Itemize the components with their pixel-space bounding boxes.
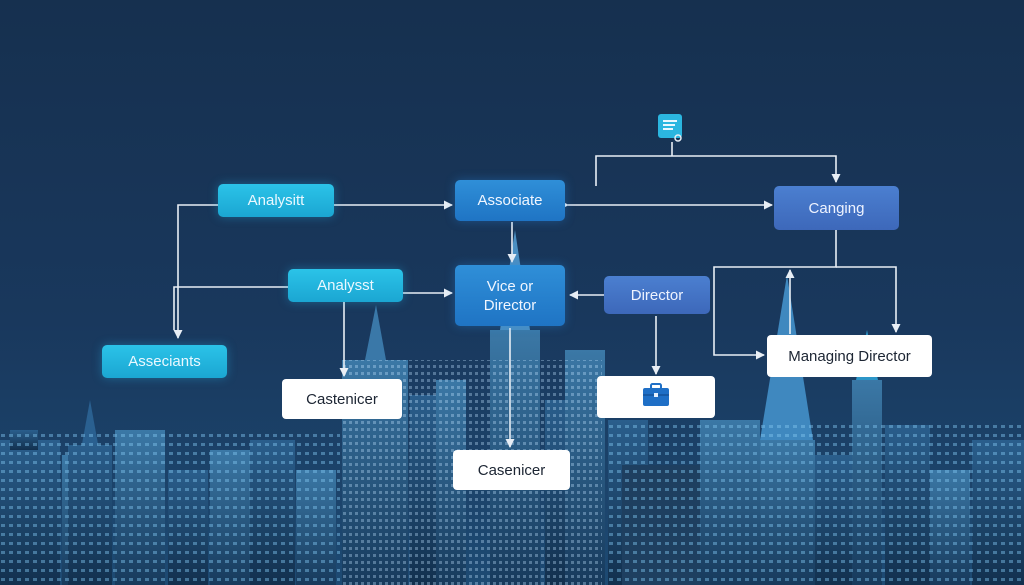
- document-chat-icon: [656, 112, 686, 142]
- node-analysst[interactable]: Analysst: [288, 269, 403, 302]
- edge-associate-icon-canging: [595, 155, 836, 186]
- edge-canging-managing: [713, 230, 837, 360]
- node-managing-director[interactable]: Managing Director: [767, 335, 932, 377]
- node-canging[interactable]: Canging: [774, 186, 899, 230]
- node-asseciants[interactable]: Asseciants: [102, 345, 227, 378]
- briefcase-icon: [642, 382, 670, 412]
- node-briefcase[interactable]: [597, 376, 715, 418]
- edge-analysitt-asseciants: [173, 204, 218, 339]
- node-castenicer[interactable]: Castenicer: [282, 379, 402, 419]
- node-associate[interactable]: Associate: [455, 180, 565, 221]
- node-analysitt[interactable]: Analysitt: [218, 184, 334, 217]
- node-vice-director[interactable]: Vice or Director: [455, 265, 565, 326]
- edge-analysst-asseciants: [173, 286, 288, 330]
- node-director[interactable]: Director: [604, 276, 710, 314]
- node-casenicer[interactable]: Casenicer: [453, 450, 570, 490]
- edge-canging-managing-right: [836, 266, 901, 333]
